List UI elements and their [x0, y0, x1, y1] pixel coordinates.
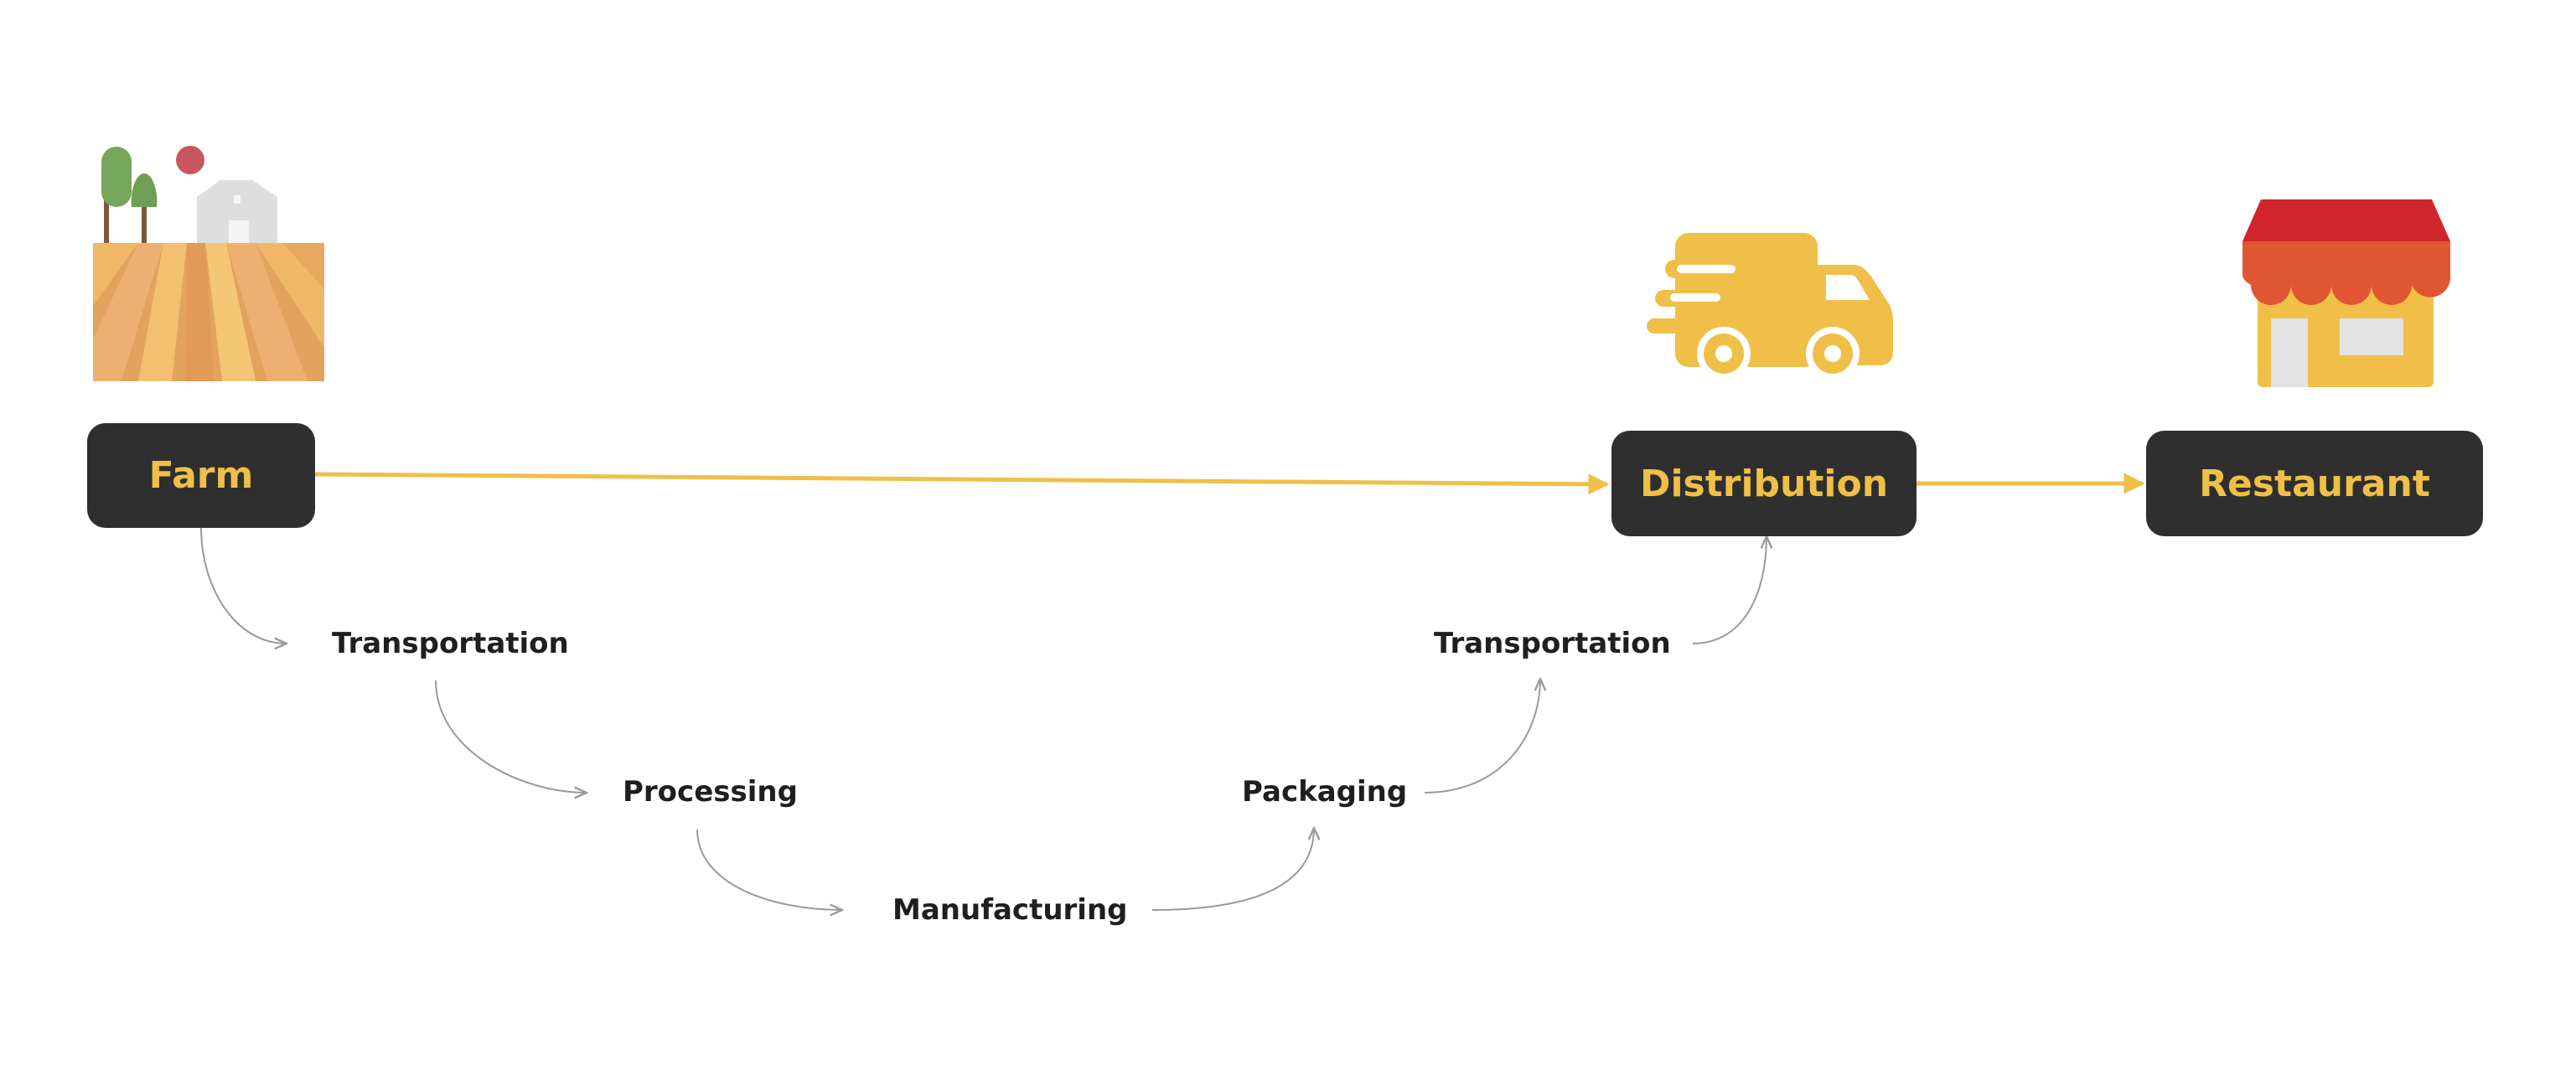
step-transportation-1: Transportation: [332, 627, 569, 660]
storefront-icon: [2242, 199, 2451, 387]
farm-icon: [93, 146, 324, 381]
restaurant-node[interactable]: Restaurant: [2146, 431, 2483, 536]
step-packaging: Packaging: [1242, 775, 1408, 809]
arrow-transportation-to-distribution: [1692, 536, 1766, 644]
arrow-processing-to-manufacturing: [696, 829, 842, 910]
arrow-transportation-to-processing: [435, 680, 587, 793]
farm-node-label: Farm: [148, 454, 254, 497]
distribution-node[interactable]: Distribution: [1611, 431, 1916, 536]
step-manufacturing: Manufacturing: [892, 893, 1128, 927]
distribution-node-label: Distribution: [1639, 462, 1889, 505]
delivery-truck-icon: [1647, 233, 1893, 380]
step-transportation-2: Transportation: [1434, 627, 1671, 660]
step-processing: Processing: [623, 775, 798, 809]
arrow-manufacturing-to-packaging: [1151, 828, 1314, 911]
farm-node[interactable]: Farm: [87, 423, 315, 528]
restaurant-node-label: Restaurant: [2199, 462, 2430, 505]
arrow-packaging-to-transportation: [1424, 679, 1540, 794]
arrow-farm-to-transportation: [200, 527, 287, 644]
arrow-farm-to-distribution: [314, 472, 1610, 495]
